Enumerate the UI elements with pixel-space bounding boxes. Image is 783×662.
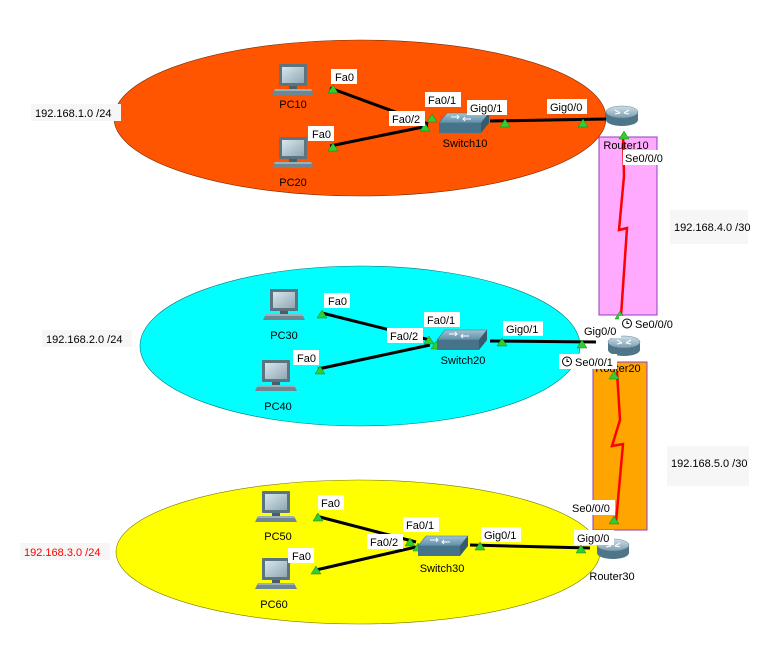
pc10[interactable]: PC10 <box>272 64 314 111</box>
switch10[interactable]: Switch10 <box>438 112 490 150</box>
svg-text:192.168.4.0 /30: 192.168.4.0 /30 <box>674 222 750 234</box>
switch30[interactable]: Switch30 <box>417 535 469 575</box>
port-label-router20-se000: Se0/0/0 <box>619 316 677 331</box>
pc60-label: PC60 <box>260 599 288 611</box>
port-label-pc20-fa0: Fa0 <box>308 126 334 141</box>
svg-text:Fa0/2: Fa0/2 <box>392 114 420 126</box>
link-pc40-switch20 <box>317 343 431 371</box>
link-switch30-router30 <box>469 543 591 550</box>
svg-text:Gig0/0: Gig0/0 <box>577 533 609 545</box>
network-label-wan2: 192.168.5.0 /30 <box>667 446 749 486</box>
port-label-router30-se000: Se0/0/0 <box>570 500 615 515</box>
link-switch20-router20 <box>489 339 597 344</box>
network-label-lan3: 192.168.3.0 /24 <box>20 543 110 560</box>
svg-text:Fa0: Fa0 <box>292 551 311 563</box>
svg-text:Se0/0/0: Se0/0/0 <box>572 503 610 515</box>
svg-text:Se0/0/0: Se0/0/0 <box>635 319 673 331</box>
pc40[interactable]: PC40 <box>255 360 297 413</box>
lan2-zone <box>139 265 581 427</box>
pc10-label: PC10 <box>279 99 307 111</box>
switch30-label: Switch30 <box>420 563 465 575</box>
link-switch10-router10 <box>489 117 607 123</box>
port-label-router10-se000: Se0/0/0 <box>623 150 668 165</box>
port-label-router30-gig00: Gig0/0 <box>574 530 614 545</box>
svg-text:Fa0: Fa0 <box>312 129 331 141</box>
network-label-lan2: 192.168.2.0 /24 <box>42 330 132 347</box>
svg-text:Gig0/1: Gig0/1 <box>470 103 502 115</box>
port-label-switch20-fa02: Fa0/2 <box>387 328 423 343</box>
switch20-label: Switch20 <box>441 355 486 367</box>
port-markers <box>310 84 630 575</box>
port-label-switch10-fa01: Fa0/1 <box>425 92 461 107</box>
pc50-label: PC50 <box>264 531 292 543</box>
router30[interactable]: Router30 <box>589 538 635 583</box>
port-label-pc10-fa0: Fa0 <box>331 69 357 84</box>
port-label-switch30-fa02: Fa0/2 <box>367 534 403 549</box>
svg-text:Fa0/1: Fa0/1 <box>406 520 434 532</box>
pc30-label: PC30 <box>270 330 298 342</box>
svg-text:Gig0/0: Gig0/0 <box>584 326 616 338</box>
svg-text:Se0/0/0: Se0/0/0 <box>625 153 663 165</box>
svg-text:Fa0: Fa0 <box>328 296 347 308</box>
router-icon <box>605 105 639 127</box>
lan3-zone <box>115 479 601 625</box>
port-label-router20-gig00: Gig0/0 <box>581 323 621 338</box>
port-label-switch10-fa02: Fa0/2 <box>389 111 425 126</box>
clock-icon <box>562 356 572 367</box>
svg-text:Gig0/1: Gig0/1 <box>484 530 516 542</box>
svg-text:Fa0/2: Fa0/2 <box>390 331 418 343</box>
router10[interactable]: Router10 <box>603 105 649 152</box>
pc40-label: PC40 <box>264 401 292 413</box>
router10-label: Router10 <box>603 140 648 152</box>
port-label-switch30-fa01: Fa0/1 <box>403 517 439 532</box>
pc20-label: PC20 <box>279 177 307 189</box>
port-label-pc30-fa0: Fa0 <box>324 293 350 308</box>
switch-icon <box>436 329 488 351</box>
wan1-zone <box>598 136 658 316</box>
svg-text:Fa0: Fa0 <box>335 72 354 84</box>
link-pc60-switch30 <box>315 545 417 572</box>
port-label-router20-se001: Se0/0/1 <box>559 354 617 369</box>
port-label-switch20-gig01: Gig0/1 <box>503 321 543 336</box>
serial-link-router20-router30 <box>610 371 625 523</box>
network-label-wan1: 192.168.4.0 /30 <box>670 210 750 244</box>
svg-text:Gig0/0: Gig0/0 <box>550 102 582 114</box>
port-label-switch20-fa01: Fa0/1 <box>424 312 460 327</box>
link-pc20-switch10 <box>329 124 429 148</box>
svg-text:Fa0/2: Fa0/2 <box>370 537 398 549</box>
svg-text:Fa0: Fa0 <box>321 498 340 510</box>
svg-text:Fa0/1: Fa0/1 <box>427 315 455 327</box>
pc50[interactable]: PC50 <box>255 491 297 543</box>
port-label-switch30-gig01: Gig0/1 <box>481 527 521 542</box>
lan1-zone <box>113 39 607 197</box>
svg-text:192.168.2.0 /24: 192.168.2.0 /24 <box>46 334 122 346</box>
network-label-lan1: 192.168.1.0 /24 <box>31 104 121 121</box>
svg-text:192.168.5.0 /30: 192.168.5.0 /30 <box>671 458 747 470</box>
pc30[interactable]: PC30 <box>263 289 305 342</box>
switch-icon <box>438 112 490 134</box>
port-label-pc60-fa0: Fa0 <box>288 548 314 563</box>
pc60[interactable]: PC60 <box>255 558 297 611</box>
svg-text:192.168.1.0 /24: 192.168.1.0 /24 <box>35 108 111 120</box>
svg-text:192.168.3.0 /24: 192.168.3.0 /24 <box>24 547 100 559</box>
switch-icon <box>417 535 469 557</box>
pc20[interactable]: PC20 <box>272 137 314 189</box>
switch20[interactable]: Switch20 <box>436 329 488 367</box>
port-label-pc50-fa0: Fa0 <box>318 495 344 510</box>
svg-text:Se0/0/1: Se0/0/1 <box>575 357 613 369</box>
svg-text:Fa0: Fa0 <box>297 353 316 365</box>
port-label-switch10-gig01: Gig0/1 <box>467 100 507 115</box>
router-icon <box>607 335 641 357</box>
router30-label: Router30 <box>589 571 634 583</box>
port-label-router10-gig00: Gig0/0 <box>547 99 587 114</box>
switch10-label: Switch10 <box>443 138 488 150</box>
svg-text:Gig0/1: Gig0/1 <box>506 324 538 336</box>
clock-icon <box>622 318 632 329</box>
port-label-pc40-fa0: Fa0 <box>293 350 319 365</box>
svg-text:Fa0/1: Fa0/1 <box>428 95 456 107</box>
